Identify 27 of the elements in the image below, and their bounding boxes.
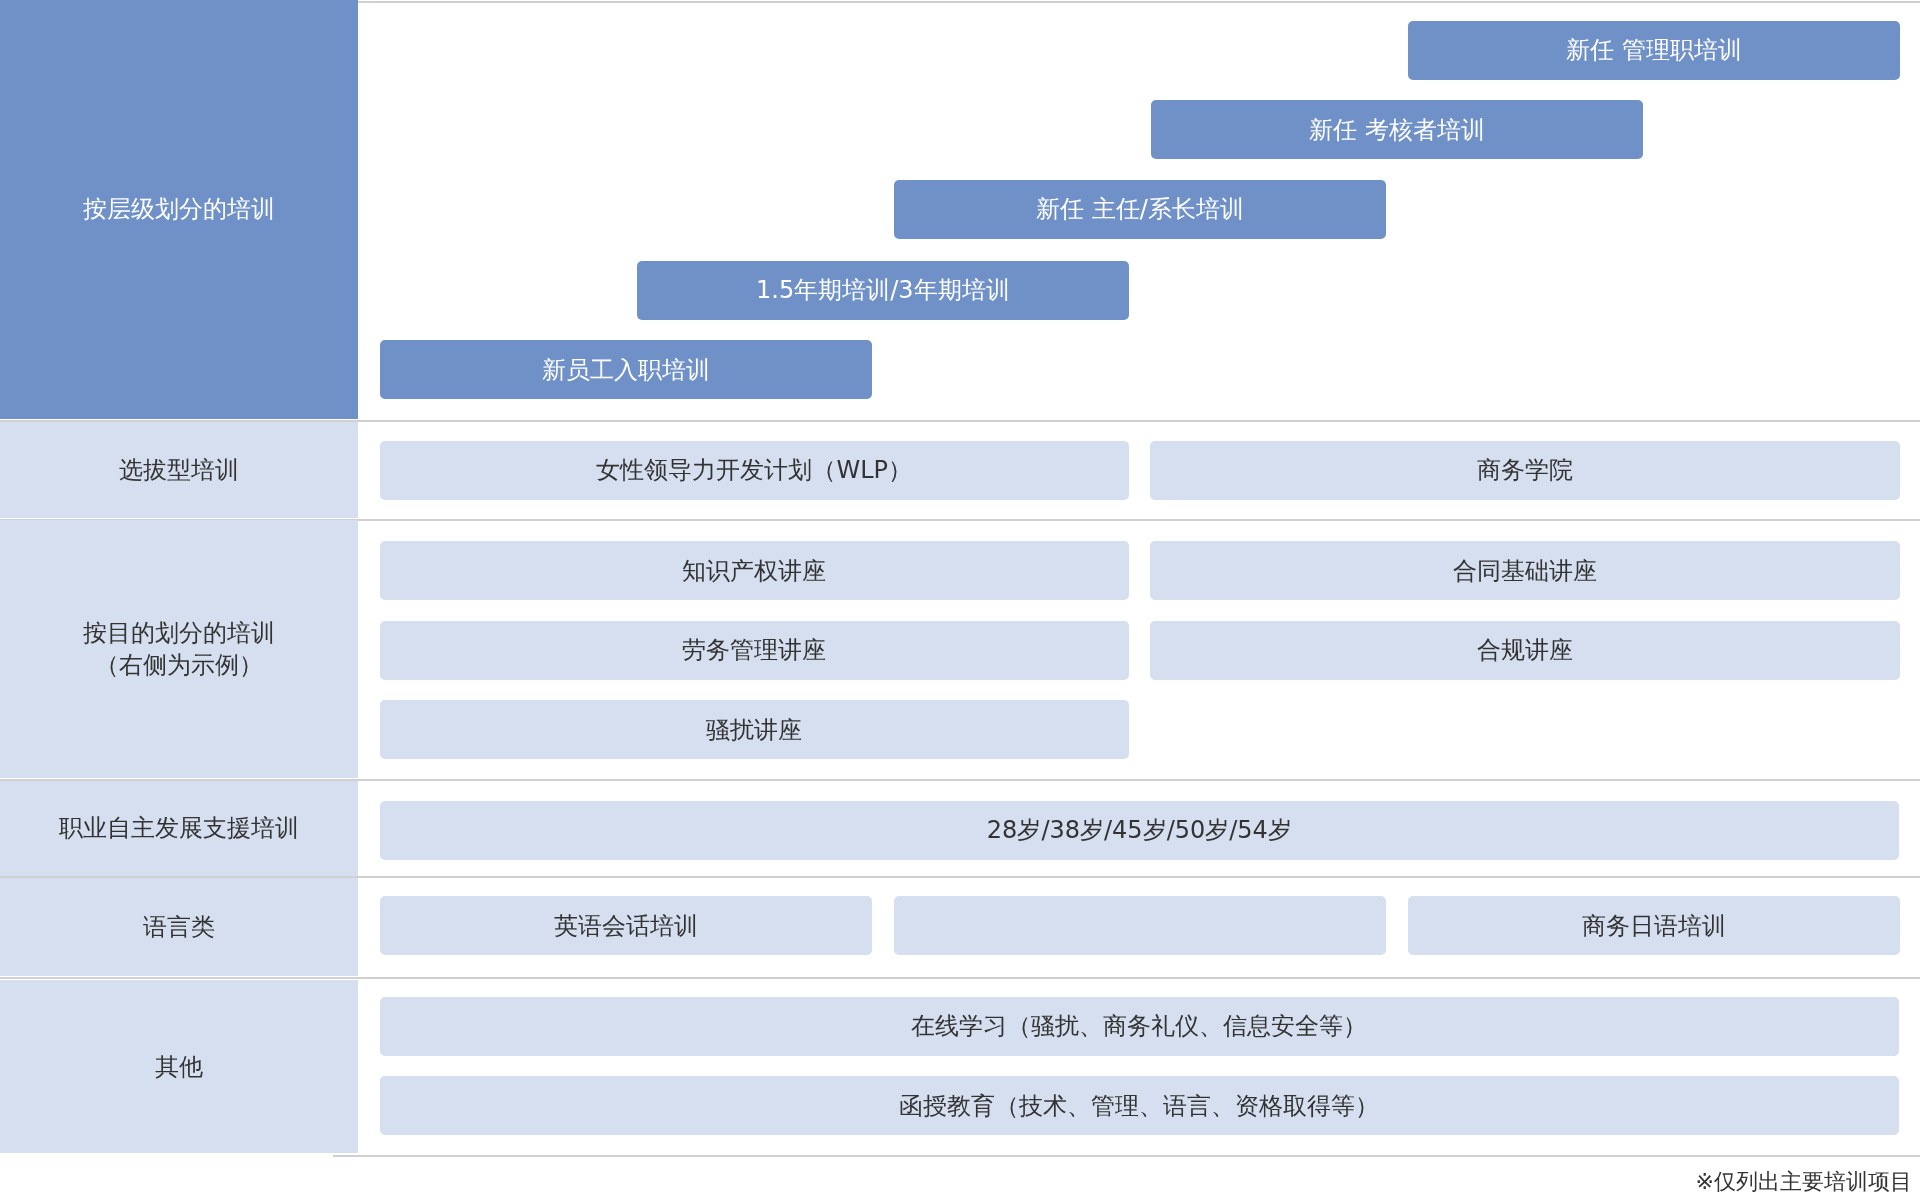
- program-bar: 女性领导力开发计划（WLP）: [379, 440, 1129, 500]
- program-bar: 知识产权讲座: [379, 541, 1129, 600]
- program-bar: 在线学习（骚扰、商务礼仪、信息安全等）: [379, 996, 1900, 1056]
- row-header: 其他: [0, 979, 358, 1154]
- row-header: 按层级划分的培训: [0, 0, 358, 419]
- row-header: 选拔型培训: [0, 422, 358, 518]
- program-bar: 28岁/38岁/45岁/50岁/54岁: [379, 800, 1900, 860]
- program-bar: 函授教育（技术、管理、语言、资格取得等）: [379, 1076, 1900, 1136]
- program-bar: 合同基础讲座: [1149, 541, 1901, 600]
- note-text: （右侧为示例）: [94, 649, 263, 681]
- program-bar: 劳务管理讲座: [379, 620, 1129, 680]
- program-bar: 商务日语培训: [1408, 896, 1901, 956]
- footnote: ※仅列出主要培训项目: [1695, 1167, 1912, 1196]
- program-bar: 英语会话培训: [379, 896, 872, 956]
- program-bar: 新任 主任/系长培训: [893, 180, 1387, 239]
- program-bar: 新员工入职培训: [379, 340, 872, 400]
- row-header: 语言类: [0, 877, 358, 976]
- row-header: [0, 520, 358, 778]
- row-header: 职业自主发展支援培训: [0, 781, 358, 876]
- row-heading: 按目的划分的培训: [82, 617, 275, 649]
- program-bar: 1.5年期培训/3年期培训: [636, 260, 1129, 320]
- program-bar: 新任 管理职培训: [1408, 20, 1901, 80]
- program-bar: 商务学院: [1149, 440, 1901, 500]
- program-bar: 合规讲座: [1149, 620, 1901, 680]
- program-bar: 新任 考核者培训: [1151, 100, 1644, 160]
- program-bar: [893, 896, 1387, 956]
- program-bar: 骚扰讲座: [379, 700, 1129, 760]
